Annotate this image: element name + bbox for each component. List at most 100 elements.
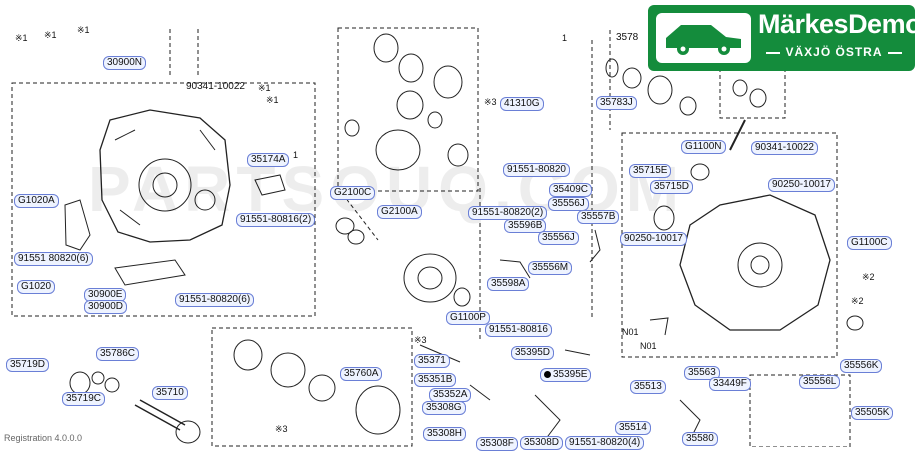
shaft-washer	[104, 377, 120, 393]
part-callout[interactable]: 35710	[152, 386, 188, 400]
seal-ring-2	[347, 229, 365, 245]
detail-ring-1	[732, 79, 748, 97]
part-callout[interactable]: 90341-10022	[751, 141, 818, 155]
part-callout[interactable]: 35352A	[429, 388, 472, 402]
part-callout[interactable]: 35505K	[851, 406, 894, 420]
part-callout[interactable]: 35556K	[840, 359, 883, 373]
part-callout[interactable]: 35556J	[538, 231, 579, 245]
diff-washer-2	[427, 111, 443, 129]
connector-note: N01	[640, 341, 657, 351]
part-callout[interactable]: 30900N	[103, 56, 147, 70]
part-callout[interactable]: 35598A	[487, 277, 530, 291]
ref-note: 1	[293, 150, 299, 160]
gear-bearing	[453, 287, 471, 307]
part-callout[interactable]: G2100A	[377, 205, 422, 219]
part-callout[interactable]: 35395E	[540, 368, 592, 382]
part-callout[interactable]: 35371	[414, 354, 450, 368]
part-callout[interactable]: 91551-80820(2)	[468, 206, 548, 220]
part-callout[interactable]: 35308G	[422, 401, 466, 415]
part-callout[interactable]: 35308H	[423, 427, 467, 441]
bearing-cup	[233, 339, 263, 371]
gear-hub	[417, 266, 443, 290]
oil-pan-plate	[114, 259, 186, 286]
detail-arrow	[729, 119, 746, 151]
part-callout[interactable]: 35409C	[549, 183, 593, 197]
ref-note: ※1	[15, 33, 28, 43]
bullet-icon	[544, 370, 551, 378]
part-callout[interactable]: 35556J	[548, 197, 589, 211]
shift-links	[419, 344, 701, 441]
flange-hub	[355, 385, 401, 435]
ref-note: 1	[562, 33, 568, 43]
part-callout[interactable]: 35719D	[6, 358, 50, 372]
part-callout[interactable]: 35715E	[629, 164, 672, 178]
part-callout[interactable]: 91551 80820(6)	[14, 252, 93, 266]
shaft-flange	[175, 420, 201, 444]
part-callout[interactable]: 35513	[630, 380, 666, 394]
seal-ring	[335, 217, 355, 235]
part-callout[interactable]: 35719C	[62, 392, 106, 406]
logo-name: MärkesDemo	[758, 9, 918, 39]
bearing-group-box	[211, 327, 413, 447]
part-callout[interactable]: 3578	[616, 32, 639, 43]
output-shaft	[134, 399, 186, 431]
part-callout[interactable]: 90341-10022	[186, 81, 245, 92]
part-callout[interactable]: 41310G	[500, 97, 544, 111]
differential-group-box	[337, 27, 479, 192]
part-callout[interactable]: 35308F	[476, 437, 518, 451]
logo-subtitle: VÄXJÖ ÖSTRA	[758, 45, 910, 59]
part-callout[interactable]: 35308D	[520, 436, 564, 450]
part-callout[interactable]: 35557B	[577, 210, 620, 224]
top-bearing	[679, 96, 697, 116]
part-callout[interactable]: G2100C	[330, 186, 376, 200]
housing-port	[194, 189, 216, 211]
shaft-ring	[91, 371, 105, 385]
part-callout[interactable]: 91551-80816	[485, 323, 552, 337]
part-callout[interactable]: 30900D	[84, 300, 128, 314]
part-callout[interactable]: 35786C	[96, 347, 140, 361]
part-callout[interactable]: 35783J	[596, 96, 637, 110]
part-callout[interactable]: 91551-80820	[503, 163, 570, 177]
part-callout[interactable]: 91551-80816(2)	[236, 213, 316, 227]
connector-note: N01	[622, 327, 639, 337]
housing-bore	[138, 158, 192, 212]
part-callout[interactable]: 35556L	[799, 375, 841, 389]
part-callout[interactable]: 91551-80820(4)	[565, 436, 645, 450]
registration-footer: Registration 4.0.0.0	[4, 433, 83, 443]
small-washer	[605, 58, 619, 78]
part-callout[interactable]: 35351B	[414, 373, 457, 387]
part-callout[interactable]: 35760A	[340, 367, 383, 381]
part-callout[interactable]: G1020	[17, 280, 56, 294]
bracket	[64, 199, 91, 251]
part-callout[interactable]: 35514	[615, 421, 651, 435]
part-callout[interactable]: 35580	[682, 432, 718, 446]
part-callout[interactable]: 35556M	[528, 261, 573, 275]
part-callout[interactable]: 90250-10017	[620, 232, 687, 246]
bracket-small	[254, 174, 286, 196]
ref-note: ※2	[851, 296, 864, 306]
part-callout[interactable]: 35174A	[247, 153, 290, 167]
part-callout[interactable]: 35395D	[511, 346, 555, 360]
small-bearing	[622, 67, 642, 89]
case-bore	[737, 242, 783, 288]
ref-note: ※1	[266, 95, 279, 105]
part-callout[interactable]: 33449F	[709, 377, 751, 391]
part-callout[interactable]: 35715D	[650, 180, 694, 194]
tapered-bearing	[270, 352, 306, 388]
gear-assembly	[403, 253, 457, 303]
part-callout[interactable]: G1020A	[14, 194, 59, 208]
housing-inner-bore	[152, 172, 178, 198]
part-callout[interactable]: 35596B	[504, 219, 547, 233]
diff-washer	[344, 119, 360, 137]
part-callout[interactable]: 91551-80820(6)	[175, 293, 255, 307]
part-callout[interactable]: G1100P	[446, 311, 490, 325]
part-callout[interactable]: G1100C	[847, 236, 892, 250]
diff-bearing	[447, 143, 469, 167]
ref-note: ※3	[275, 424, 288, 434]
bearing-detail-box	[719, 69, 786, 119]
part-callout[interactable]: 90250-10017	[768, 178, 835, 192]
part-callout[interactable]: 35563	[684, 366, 720, 380]
part-callout[interactable]: G1100N	[681, 140, 726, 154]
diff-ring-1	[373, 33, 399, 63]
